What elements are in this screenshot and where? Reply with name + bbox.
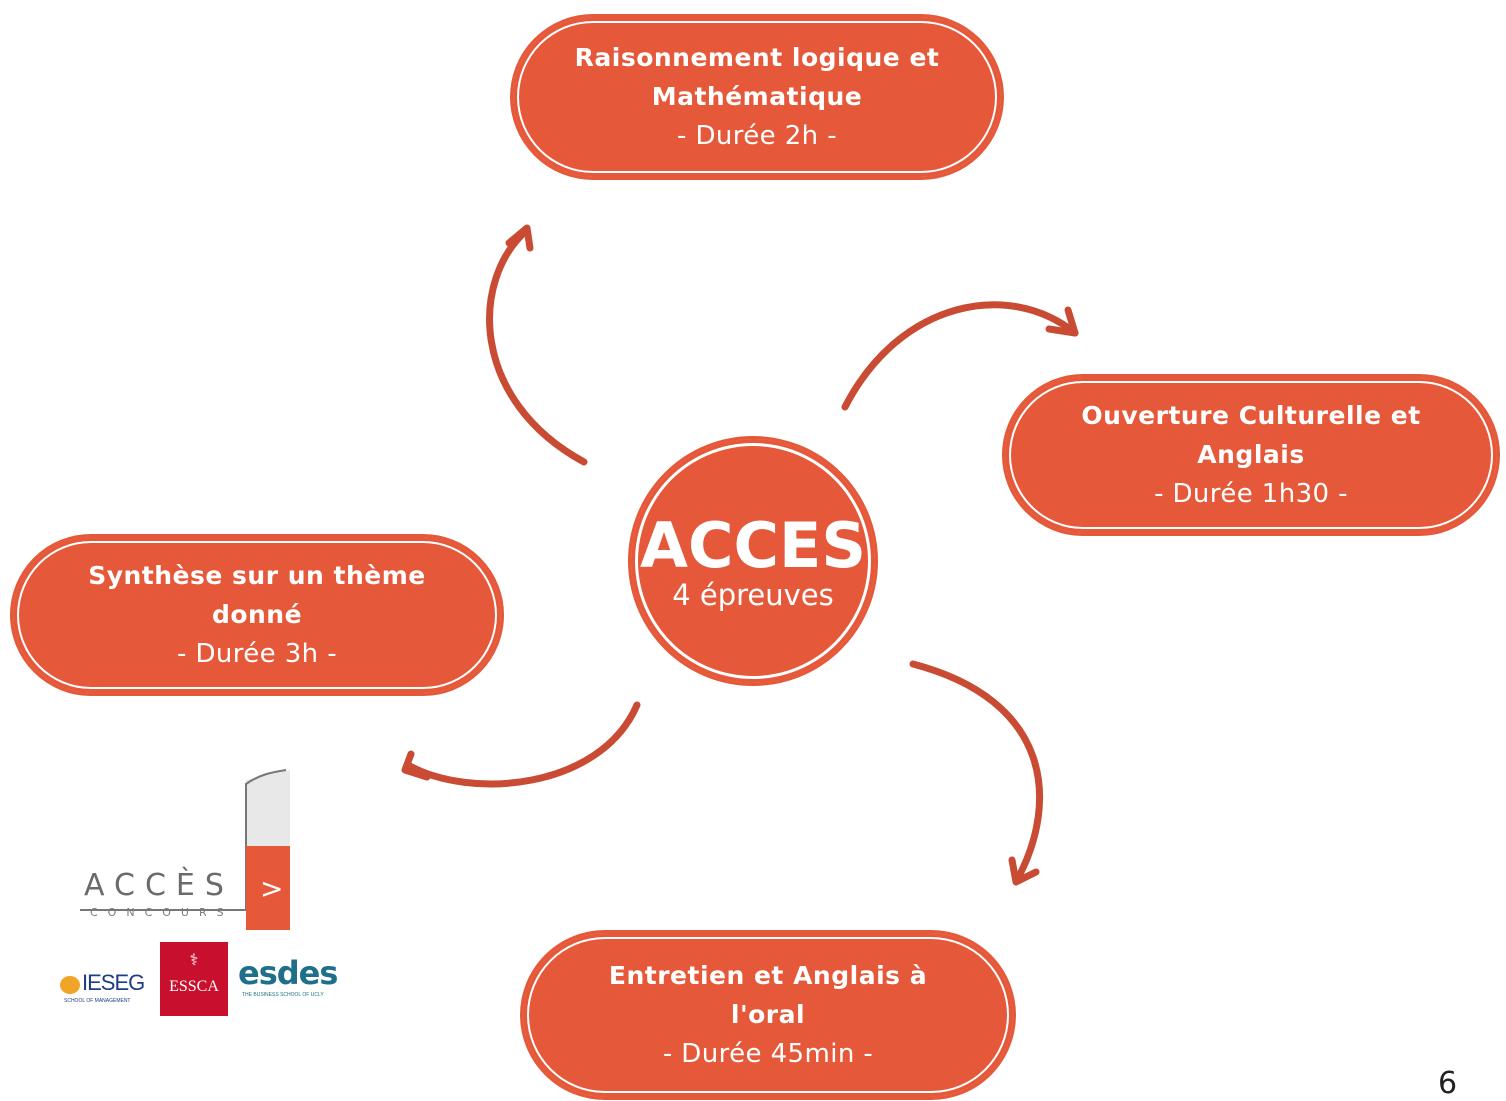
epreuve-raisonnement-box: Raisonnement logique et Mathématique - D…	[510, 14, 1004, 180]
arrow-to-entretien	[909, 660, 1044, 884]
essca-logo: ⚕ ESSCA	[160, 942, 228, 1016]
epreuve-duration: - Durée 45min -	[662, 1039, 874, 1069]
essca-name: ESSCA	[169, 978, 219, 995]
epreuve-title: Ouverture Culturelle et Anglais	[1081, 401, 1421, 469]
acces-logo-shape	[80, 769, 290, 930]
arrowhead-raisonnement	[505, 224, 534, 252]
logo-area: ACCÈS CONCOURS > IESEG SCHOOL OF MANAGEM…	[60, 760, 350, 1070]
arrowhead-synthese	[401, 750, 431, 781]
epreuve-title: Entretien et Anglais à l'oral	[608, 961, 928, 1029]
ieseg-logo: IESEG SCHOOL OF MANAGEMENT	[60, 970, 150, 1010]
ieseg-tagline: SCHOOL OF MANAGEMENT	[64, 998, 131, 1004]
esdes-logo: esdes THE BUSINESS SCHOOL OF UCLY	[238, 954, 348, 1004]
acces-logo-word: ACCÈS	[84, 868, 234, 903]
arrow-to-ouverture	[841, 301, 1079, 411]
page-number: 6	[1438, 1066, 1458, 1101]
ieseg-sun-icon	[60, 976, 80, 994]
school-logos: IESEG SCHOOL OF MANAGEMENT ⚕ ESSCA esdes…	[60, 942, 350, 1016]
esdes-tagline: THE BUSINESS SCHOOL OF UCLY	[242, 992, 324, 998]
center-circle: ACCES 4 épreuves	[628, 436, 878, 686]
center-subtitle: 4 épreuves	[672, 578, 834, 612]
esdes-name: esdes	[238, 954, 338, 992]
epreuve-title: Synthèse sur un thème donné	[88, 561, 426, 629]
epreuve-duration: - Durée 2h -	[677, 121, 837, 151]
epreuve-ouverture-box: Ouverture Culturelle et Anglais - Durée …	[1002, 374, 1500, 536]
arrowhead-entretien	[1008, 856, 1040, 886]
acces-logo-sub: CONCOURS	[90, 906, 234, 919]
acces-concours-logo: ACCÈS CONCOURS >	[60, 760, 350, 940]
arrowhead-ouverture	[1045, 306, 1079, 337]
epreuve-title: Raisonnement logique et Mathématique	[574, 43, 940, 111]
epreuve-entretien-box: Entretien et Anglais à l'oral - Durée 45…	[520, 930, 1016, 1100]
chevron-right-icon: >	[260, 872, 284, 905]
ieseg-name: IESEG	[82, 970, 145, 995]
arrow-to-synthese	[404, 701, 641, 788]
essca-crest-icon: ⚕	[189, 950, 199, 969]
epreuve-duration: - Durée 3h -	[177, 639, 337, 669]
epreuve-synthese-box: Synthèse sur un thème donné - Durée 3h -	[10, 534, 504, 696]
epreuve-duration: - Durée 1h30 -	[1154, 479, 1348, 509]
center-title: ACCES	[640, 509, 866, 582]
arrow-to-raisonnement	[486, 226, 588, 466]
